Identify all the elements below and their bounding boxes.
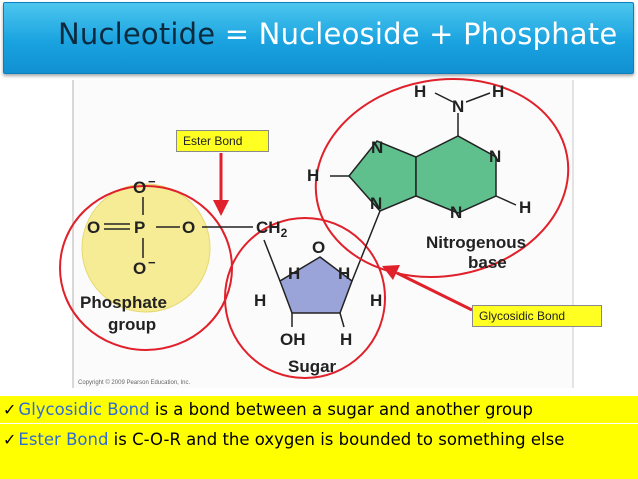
base-h-left: H [307,166,319,185]
sugar-ring-o: O [312,238,325,257]
title-bar: Nucleotide = Nucleoside + Phosphate [3,2,634,74]
phosphate-o-left: O [87,218,100,237]
base-n-bottom-left: N [370,194,382,213]
definition-glycosidic-text: is a bond between a sugar and another gr… [149,400,533,419]
base-n-top: N [371,138,383,157]
glycosidic-bond-label: Glycosidic Bond [472,305,602,327]
definition-ester: ✓Ester Bond is C-O-R and the oxygen is b… [0,424,638,479]
sugar-h-outer-left: H [254,291,266,310]
c2-h-bond [495,195,517,206]
sugar-ring [279,256,353,314]
amine-h-left-bond [434,92,454,103]
glycosidic-bond-arrowhead [382,265,400,280]
sugar-ch2: CH2 [256,218,288,240]
term-glycosidic: Glycosidic Bond [18,400,150,419]
copyright-text: Copyright © 2009 Pearson Education, Inc. [78,380,191,386]
base-caption-line1: Nitrogenous [426,233,526,252]
base-h-right: H [519,198,531,217]
term-ester: Ester Bond [18,430,109,449]
sugar-h-outer-right: H [370,291,382,310]
phosphate-o-right: O [182,218,195,237]
base-caption-line2: base [468,253,507,272]
base-n-amine: N [452,97,464,116]
glycosidic-bond-arrow-shaft [396,271,473,312]
title-nucleotide: Nucleotide [58,17,216,51]
base-five-ring [348,140,417,212]
phosphate-caption-line1: Phosphate [80,293,167,312]
ester-bond-arrowhead [213,200,229,216]
definition-ester-text: is C-O-R and the oxygen is bounded to so… [108,430,565,449]
base-six-ring [415,135,497,214]
phosphate-caption-line2: group [108,315,156,334]
c3-h-bond [339,312,345,328]
sugar-h-inner-right: H [338,264,350,283]
phosphate-p: P [134,218,145,237]
phosphate-o-bottom: O [133,259,146,278]
check-icon: ✓ [3,430,17,449]
base-h-top-left: H [414,82,426,101]
phosphate-outline [59,185,233,351]
base-n-bottom-right: N [450,203,462,222]
base-h-top-right: H [492,82,504,101]
phosphate-o-bottom-charge: − [148,255,156,270]
amine-h-right-bond [465,92,491,103]
sugar-oh: OH [280,330,306,349]
sugar-outline [224,217,386,379]
slide-title: Nucleotide = Nucleoside + Phosphate [58,17,617,51]
phosphate-o-top: O [133,178,146,197]
ch2-c4-bond [263,239,281,282]
sugar-caption: Sugar [288,357,337,376]
check-icon: ✓ [3,400,17,419]
definition-glycosidic: ✓Glycosidic Bond is a bond between a sug… [0,396,638,423]
phosphate-o-top-charge: − [148,174,156,189]
phosphate-disc [81,183,211,313]
ester-bond-label: Ester Bond [176,130,269,152]
c1-n-bond [351,210,381,282]
sugar-h-inner-left: H [288,264,300,283]
base-outline [314,78,570,278]
sugar-h-bottom: H [340,330,352,349]
base-n-right: N [489,147,501,166]
title-equation: = Nucleoside + Phosphate [215,17,618,51]
